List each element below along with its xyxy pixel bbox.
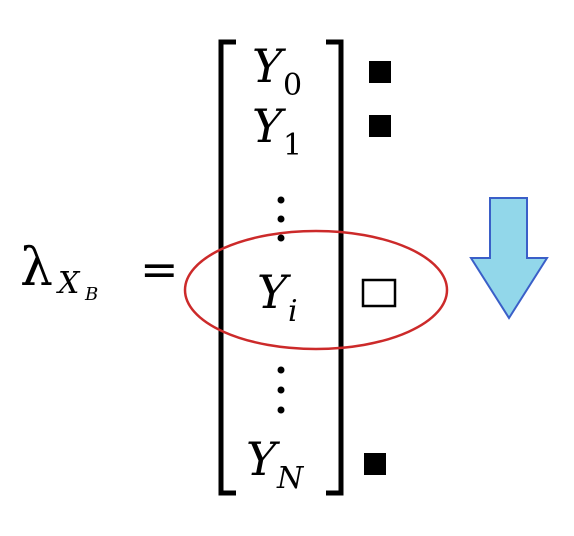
- matrix-brackets: [218, 39, 344, 496]
- filled-square-icon: [364, 453, 386, 475]
- equals-sign: =: [140, 242, 179, 296]
- entry-y0-base: Y: [252, 39, 287, 93]
- right-bracket: [326, 39, 344, 496]
- entry-yn-subscript: N: [276, 461, 305, 496]
- vertical-ellipsis-upper: [277, 196, 285, 242]
- entry-y1-subscript: 1: [283, 128, 302, 163]
- filled-square-icon: [369, 61, 391, 83]
- down-arrow-icon: [469, 197, 549, 320]
- entry-yi-subscript: i: [288, 294, 298, 329]
- empty-square-icon: [361, 278, 397, 308]
- lambda-subscript-x: X: [56, 266, 81, 301]
- lambda-subscript-b: B: [84, 284, 98, 305]
- left-bracket: [218, 39, 236, 496]
- entry-markers: [361, 61, 397, 475]
- entry-yi-base: Y: [257, 265, 292, 319]
- entry-y1-base: Y: [252, 99, 287, 153]
- vertical-ellipsis-lower: [277, 366, 285, 414]
- vector-entries: Y 0 Y 1 Y i Y N: [246, 39, 305, 496]
- filled-square-icon: [369, 115, 391, 137]
- entry-y0-subscript: 0: [283, 68, 302, 103]
- lambda-symbol: λ: [20, 238, 53, 298]
- highlight-ellipse: [183, 229, 449, 351]
- lhs-expression: λ X B =: [20, 238, 179, 305]
- entry-yn-base: Y: [246, 432, 281, 486]
